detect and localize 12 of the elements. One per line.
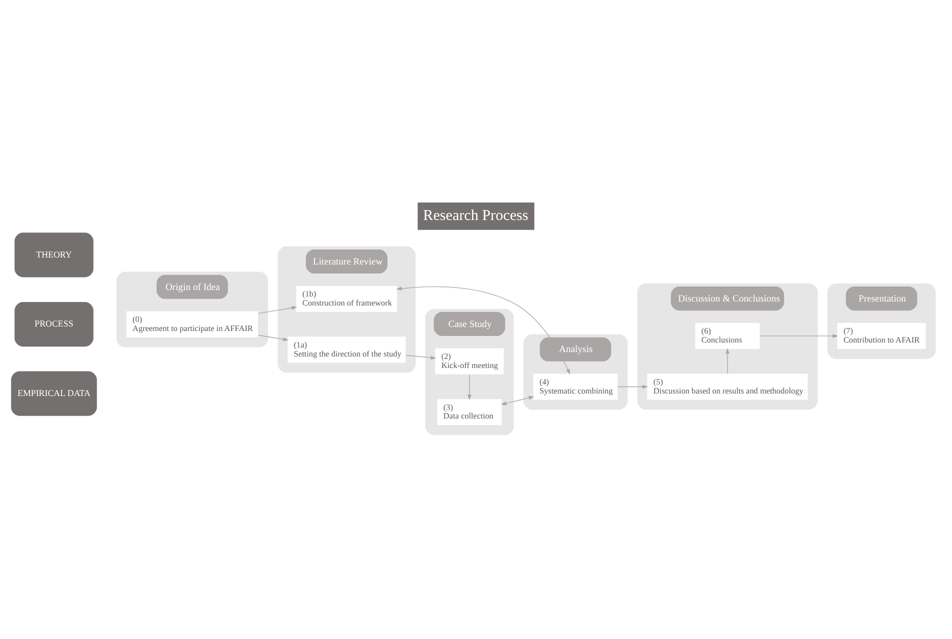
arrow <box>258 306 298 314</box>
diagram-title: Research Process <box>423 208 528 224</box>
arrow <box>726 348 730 374</box>
label: EMPIRICAL DATA <box>18 387 90 398</box>
label: PROCESS <box>34 318 74 328</box>
arrow <box>468 374 472 400</box>
arrow <box>759 334 838 338</box>
arrow <box>500 396 534 405</box>
arrow <box>617 384 648 388</box>
arrow <box>258 334 289 341</box>
label: THEORY <box>36 248 72 259</box>
arrow <box>405 354 436 360</box>
